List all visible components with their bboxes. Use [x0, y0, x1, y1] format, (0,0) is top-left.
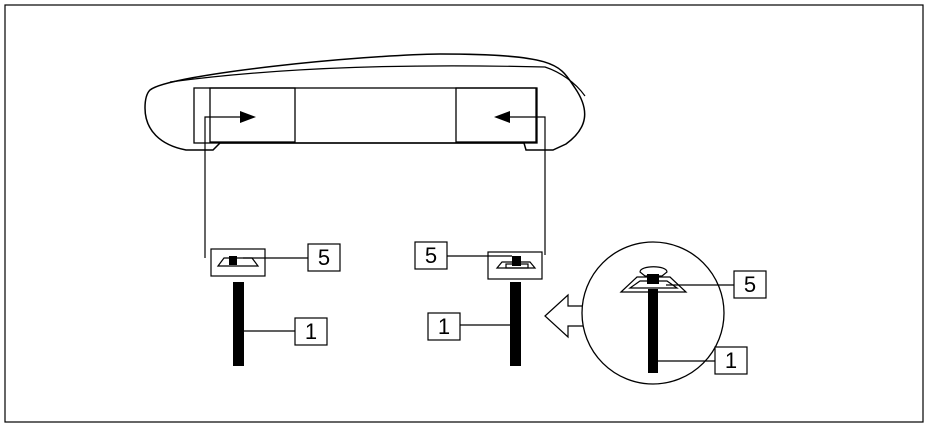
detail-post-label: 1: [725, 348, 737, 373]
cover-housing: [144, 53, 586, 151]
right-clip-label: 5: [425, 243, 437, 268]
right-post: [510, 282, 521, 366]
detail-clip-callout: 5: [733, 270, 767, 299]
detail-post-callout: 1: [714, 346, 748, 375]
left-post-callout: 1: [294, 317, 328, 346]
arrow-right-icon: [240, 111, 256, 123]
left-clip-callout: 5: [307, 243, 341, 272]
left-clip-label: 5: [318, 245, 330, 270]
left-post-label: 1: [305, 319, 317, 344]
diagram-border: [4, 4, 924, 423]
right-guide-line: [510, 116, 546, 255]
detail-clip: [619, 266, 688, 293]
left-guide-line: [204, 116, 240, 258]
right-clip-callout: 5: [414, 241, 448, 270]
arrow-left-icon: [494, 111, 510, 123]
right-slot: [455, 87, 537, 143]
left-clip-head: [229, 256, 237, 265]
left-post: [233, 282, 244, 366]
detail-post: [648, 289, 658, 373]
detail-clip-label: 5: [744, 272, 756, 297]
right-post-callout: 1: [427, 312, 461, 341]
right-post-label: 1: [438, 314, 450, 339]
detail-clip-head: [647, 274, 659, 284]
left-slot: [209, 87, 296, 143]
left-clip: [210, 248, 266, 277]
right-clip-head: [512, 256, 521, 266]
